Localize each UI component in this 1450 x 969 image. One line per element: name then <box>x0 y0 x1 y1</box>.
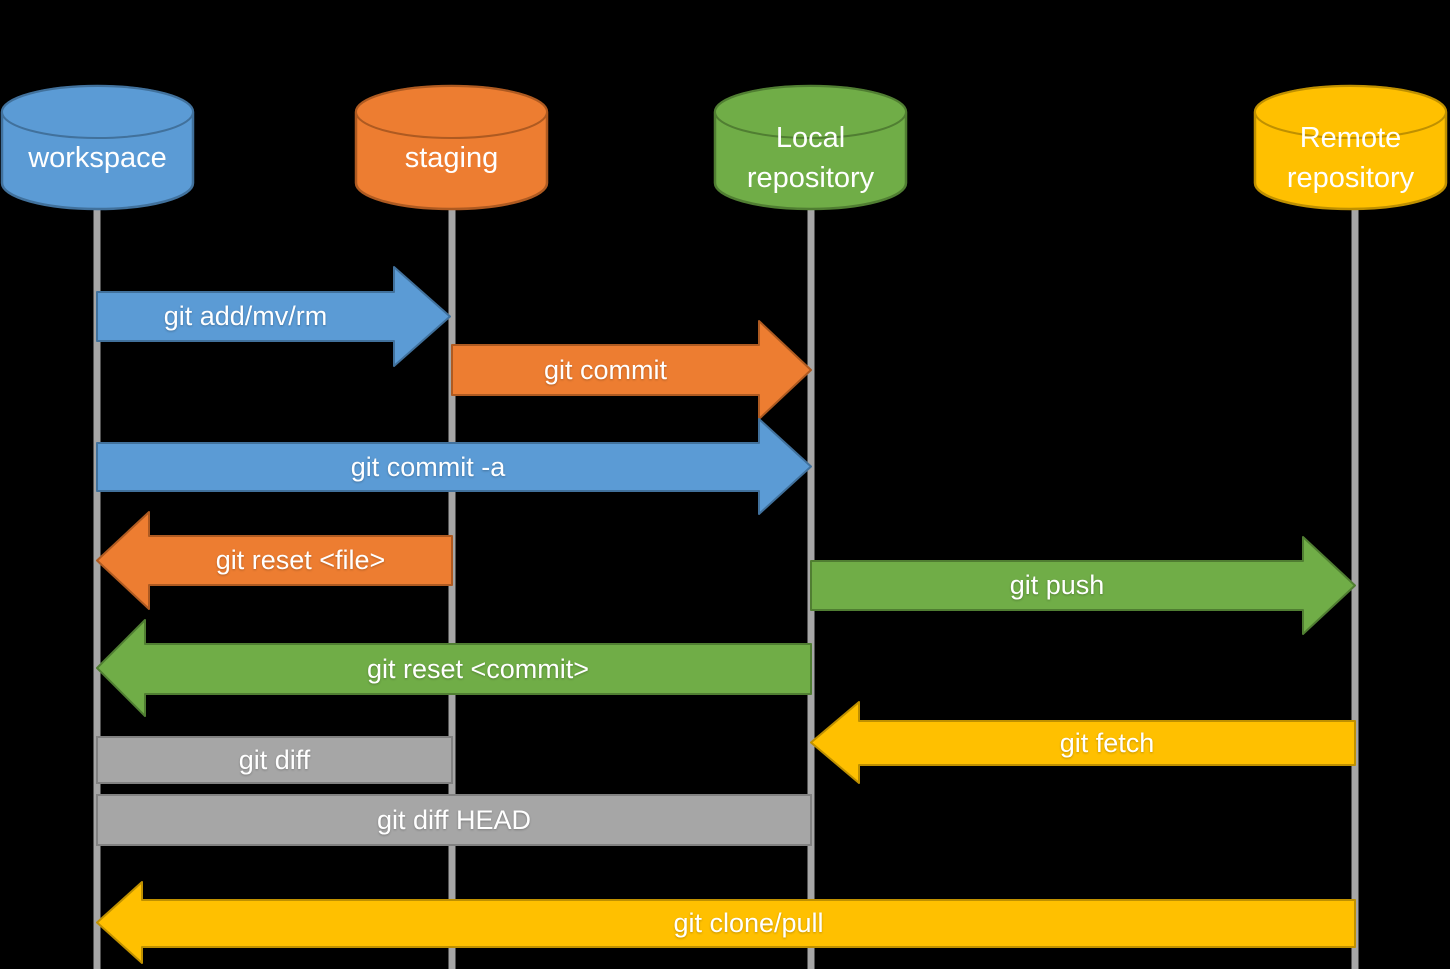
lifeline-remote-repository <box>1351 208 1359 969</box>
arrow-git-push <box>810 536 1356 635</box>
arrow-git-reset-file <box>96 511 453 610</box>
cylinder-top-remote-repository <box>1254 85 1447 139</box>
arrow-git-clone-pull <box>96 881 1356 964</box>
arrow-git-commit-a <box>96 418 812 515</box>
arrow-git-fetch <box>810 701 1356 784</box>
arrow-git-commit <box>451 320 812 420</box>
lifeline-workspace <box>93 208 101 969</box>
cylinder-top-workspace <box>1 85 194 139</box>
arrow-git-reset-commit <box>96 619 812 717</box>
cylinder-top-local-repository <box>714 85 907 139</box>
bar-git-diff <box>96 736 453 784</box>
cylinder-top-staging <box>355 85 548 139</box>
lifeline-staging <box>448 208 456 969</box>
bar-git-diff-head <box>96 794 812 846</box>
arrow-git-add-mv-rm <box>96 266 451 367</box>
